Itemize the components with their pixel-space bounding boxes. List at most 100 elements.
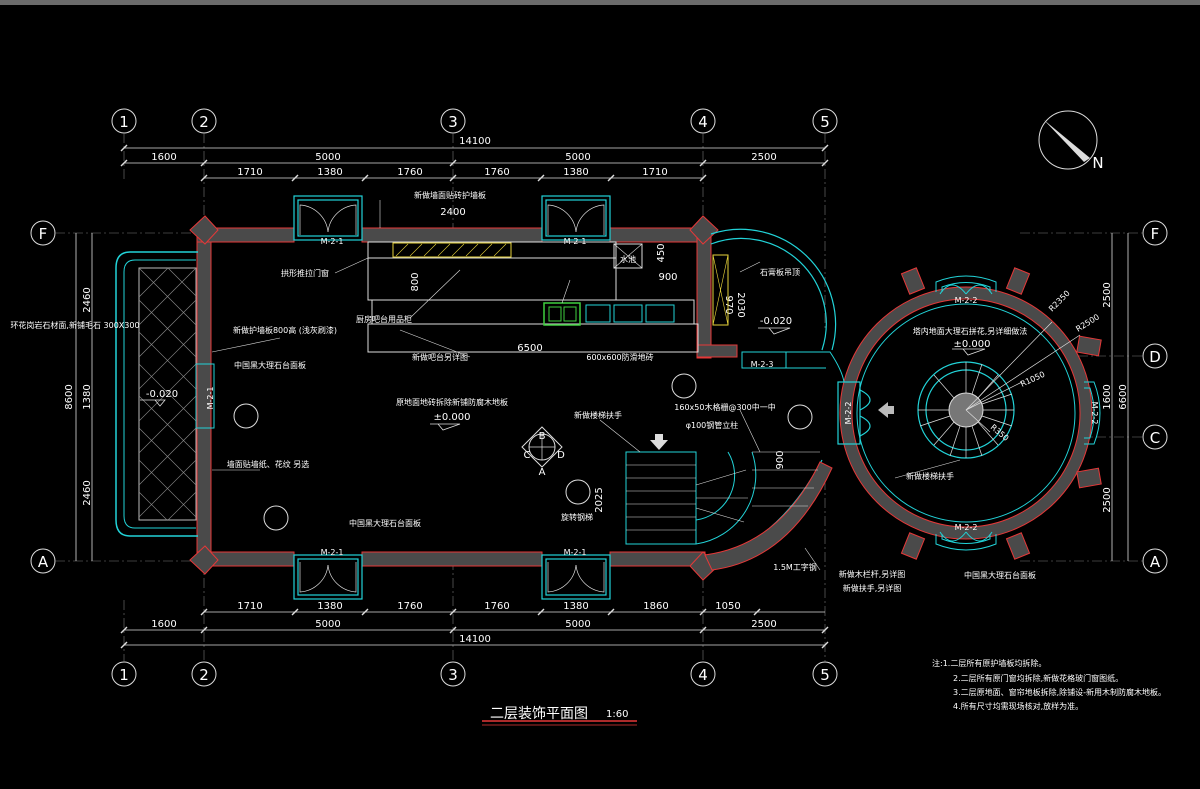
windows-top	[293, 195, 611, 600]
dim-second-3: 1760	[397, 167, 422, 178]
dimension-lines	[75, 147, 1129, 646]
dim-left-total: 8600	[64, 384, 75, 409]
stair-treads	[626, 451, 820, 531]
label-glass-door: 拱形推拉门窗	[281, 268, 329, 278]
walls	[196, 227, 738, 567]
dim-top-6: 2500	[751, 152, 776, 163]
label-stair-new: 旋转钢梯	[561, 512, 593, 522]
label-stair: 新做楼梯扶手	[574, 410, 622, 420]
fridge	[613, 243, 643, 269]
curved-wall-solid	[704, 461, 833, 571]
label-wood-plank2: 新做扶手,另详图	[843, 583, 902, 593]
dim-stair-900: 900	[775, 450, 786, 469]
dim-900: 900	[658, 272, 677, 283]
north-label: N	[1092, 154, 1103, 172]
note-1: 注:1.二层所有原护墙板均拆除。	[932, 658, 1046, 668]
dim-left-3: 2460	[82, 480, 93, 505]
label-tiles: 600x600防滑地砖	[586, 352, 653, 362]
dim-left-2: 1380	[82, 384, 93, 409]
dim-second-2: 1380	[317, 167, 342, 178]
dim-bottom-total-4: 2500	[751, 619, 776, 630]
dim-total-top: 14100	[459, 136, 491, 147]
dimension-ticks	[120, 144, 829, 649]
corner-columns	[189, 215, 719, 581]
axis-5-top: 5	[820, 113, 830, 131]
level-markers	[140, 327, 986, 431]
dim-second-5: 1380	[563, 167, 588, 178]
range-hood	[392, 242, 512, 258]
columns	[233, 373, 813, 531]
dim-top-5: 5000	[565, 152, 590, 163]
tower-door-right: M-2-2	[1090, 402, 1099, 425]
label-wood-plank: 新做木栏杆,另详图	[839, 569, 906, 579]
axis-2-bottom: 2	[199, 666, 209, 684]
dim-right-1: 2500	[1102, 282, 1113, 307]
axis-A-left: A	[38, 553, 49, 571]
label-stone-floor: 环花岗岩石材面,新铺毛石 300X300	[10, 320, 139, 330]
axis-1-top: 1	[119, 113, 129, 131]
dim-bottom-6: 1860	[643, 601, 668, 612]
axis-3-top: 3	[448, 113, 458, 131]
wine-rack	[712, 254, 729, 326]
label-counter: 新做吧台另详图	[412, 352, 468, 362]
tower-window-top	[935, 275, 997, 295]
dim-second-6: 1710	[642, 167, 667, 178]
label-eave: 1.5M工字钢	[773, 562, 817, 572]
range-hood-hatch	[395, 243, 507, 257]
label-wine: 石膏板吊顶	[760, 267, 800, 277]
label-wall-panel: 新做墙面贴砖护墙板	[414, 190, 486, 200]
dim-right-total: 6600	[1118, 384, 1129, 409]
label-beam: 160x50木格栅@300中一中	[674, 402, 775, 412]
north-arrow	[1038, 110, 1098, 170]
radius-r2350: R2350	[1047, 289, 1072, 314]
dim-bottom-7: 1050	[715, 601, 740, 612]
door-m22-entry: M-2-2	[844, 402, 853, 425]
level-corridor: -0.020	[760, 316, 792, 327]
axis-2-top: 2	[199, 113, 209, 131]
label-post: φ100钢管立柱	[686, 420, 739, 430]
axis-A-right: A	[1150, 553, 1161, 571]
dim-right-4: 2500	[1102, 487, 1113, 512]
leaders	[211, 200, 961, 571]
elev-d: D	[557, 450, 565, 461]
door-m23: M-2-3	[751, 360, 774, 369]
dim-counter-2400: 2400	[440, 207, 465, 218]
axis-F-right: F	[1151, 225, 1160, 243]
axis-4-top: 4	[698, 113, 708, 131]
dim-bottom-total-2: 5000	[315, 619, 340, 630]
label-stair-rail: 新做楼梯扶手	[906, 471, 954, 481]
door-m21-left: M-2-1	[206, 387, 215, 410]
level-left: -0.020	[146, 389, 178, 400]
label-black-sill: 中国黑大理石台面板	[349, 518, 421, 528]
dim-top-2: 5000	[315, 152, 340, 163]
dim-bottom-2: 1380	[317, 601, 342, 612]
radius-leaders	[965, 321, 1081, 433]
entry-arrow-tail	[888, 406, 894, 414]
label-wainscot: 新做护墙板800高 (浅灰刷漆)	[233, 325, 337, 335]
dim-bottom-4: 1760	[484, 601, 509, 612]
axis-1-bottom: 1	[119, 666, 129, 684]
label-wall-right: 墙面贴墙纸、花纹 另选	[227, 459, 310, 469]
dim-bottom-1: 1710	[237, 601, 262, 612]
tower-door-bottom: M-2-2	[955, 523, 978, 532]
axis-C-right: C	[1150, 429, 1160, 447]
window-top-bar	[0, 0, 1200, 5]
door-m21-3: M-2-1	[321, 548, 344, 557]
axis-D-right: D	[1149, 348, 1161, 366]
left-door	[195, 363, 215, 429]
label-cabinet: 厨房吧台用品柜	[356, 314, 412, 324]
dim-bottom-total-1: 1600	[151, 619, 176, 630]
sink-label: 水池	[620, 254, 636, 264]
dim-450: 450	[656, 243, 667, 262]
dim-total-bottom: 14100	[459, 634, 491, 645]
corridor	[741, 351, 845, 383]
dim-800: 800	[410, 272, 421, 291]
drawing-title: 二层装饰平面图	[490, 706, 588, 722]
dim-6500: 6500	[517, 343, 542, 354]
dim-top-1: 1600	[151, 152, 176, 163]
level-main: ±0.000	[433, 412, 470, 423]
axis-3-bottom: 3	[448, 666, 458, 684]
note-2: 2.二层所有原门窗均拆除,新做花格玻门窗图纸。	[953, 673, 1123, 683]
tower-door-top: M-2-2	[955, 296, 978, 305]
